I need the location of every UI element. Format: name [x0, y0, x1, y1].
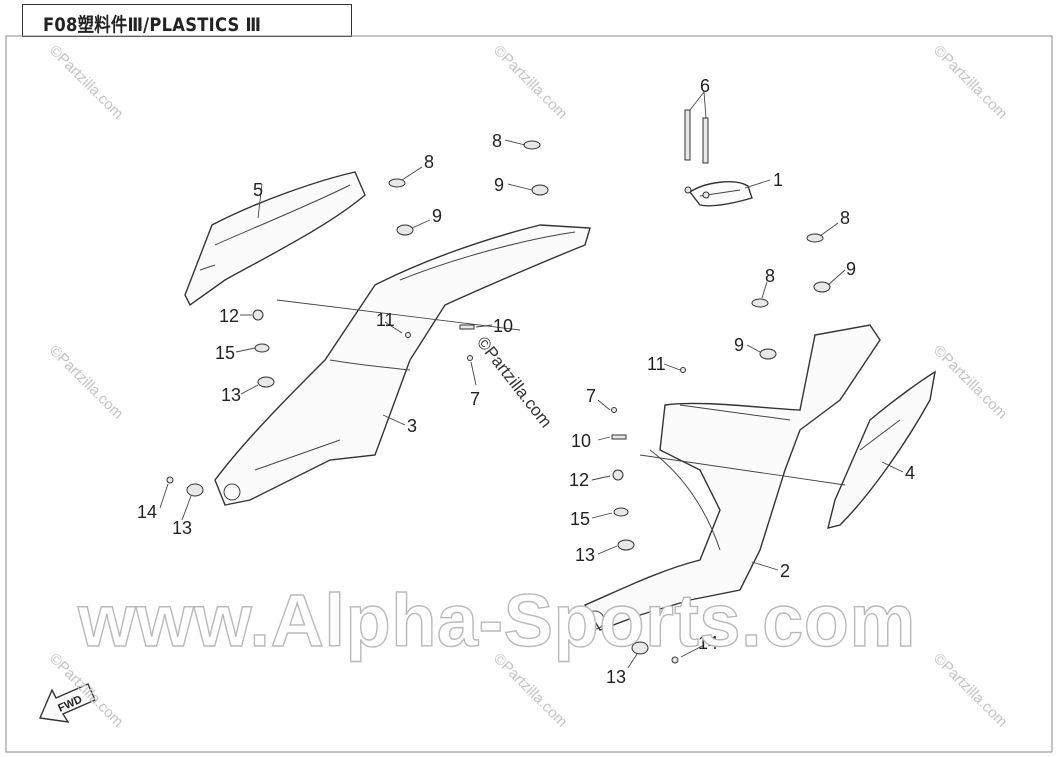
- callout-13: 13: [575, 545, 595, 565]
- callout-12: 12: [219, 306, 239, 326]
- callout-9: 9: [494, 175, 504, 195]
- callout-6: 6: [700, 76, 710, 96]
- callout-12: 12: [569, 470, 589, 490]
- callout-5: 5: [253, 180, 263, 200]
- part-6-screws: [684, 109, 710, 199]
- callout-14: 14: [137, 502, 157, 522]
- callout-8: 8: [840, 208, 850, 228]
- callout-7: 7: [586, 386, 596, 406]
- callout-7: 7: [470, 389, 480, 409]
- callout-11: 11: [376, 310, 395, 330]
- callout-8: 8: [424, 152, 434, 172]
- callout-4: 4: [905, 463, 915, 483]
- callout-1: 1: [773, 170, 783, 190]
- callout-9: 9: [846, 259, 856, 279]
- callout-14: 14: [698, 633, 718, 653]
- part-3-frame-cover: [214, 224, 591, 506]
- part-5-side-panel: [184, 171, 366, 307]
- callout-labels: 6 1 8 9 8 9 5 8 9 8 9 12 15 13 11 10 7 3…: [137, 76, 915, 687]
- callout-15: 15: [215, 343, 235, 363]
- part-2-frame-cover: [583, 324, 881, 631]
- callout-10: 10: [571, 431, 591, 451]
- callout-10: 10: [493, 316, 513, 336]
- diagram-title: F08塑料件Ⅲ/PLASTICS Ⅲ: [43, 14, 262, 36]
- leader-lines: [159, 91, 904, 669]
- hardware-group: [166, 140, 831, 664]
- callout-11: 11: [647, 354, 666, 374]
- watermark-site: www.Alpha-Sports.com: [77, 578, 916, 662]
- part-1-cover: [688, 181, 753, 207]
- diagram-frame: [5, 35, 1053, 753]
- callout-15: 15: [570, 509, 590, 529]
- callout-2: 2: [780, 561, 790, 581]
- callout-13: 13: [606, 667, 626, 687]
- part-4-side-panel: [827, 370, 936, 529]
- callout-8: 8: [765, 266, 775, 286]
- callout-13: 13: [172, 518, 192, 538]
- callout-9: 9: [432, 206, 442, 226]
- diagram-title-box: F08塑料件Ⅲ/PLASTICS Ⅲ: [22, 4, 352, 37]
- callout-3: 3: [407, 416, 417, 436]
- callout-13: 13: [221, 385, 241, 405]
- callout-9: 9: [734, 335, 744, 355]
- callout-8: 8: [492, 131, 502, 151]
